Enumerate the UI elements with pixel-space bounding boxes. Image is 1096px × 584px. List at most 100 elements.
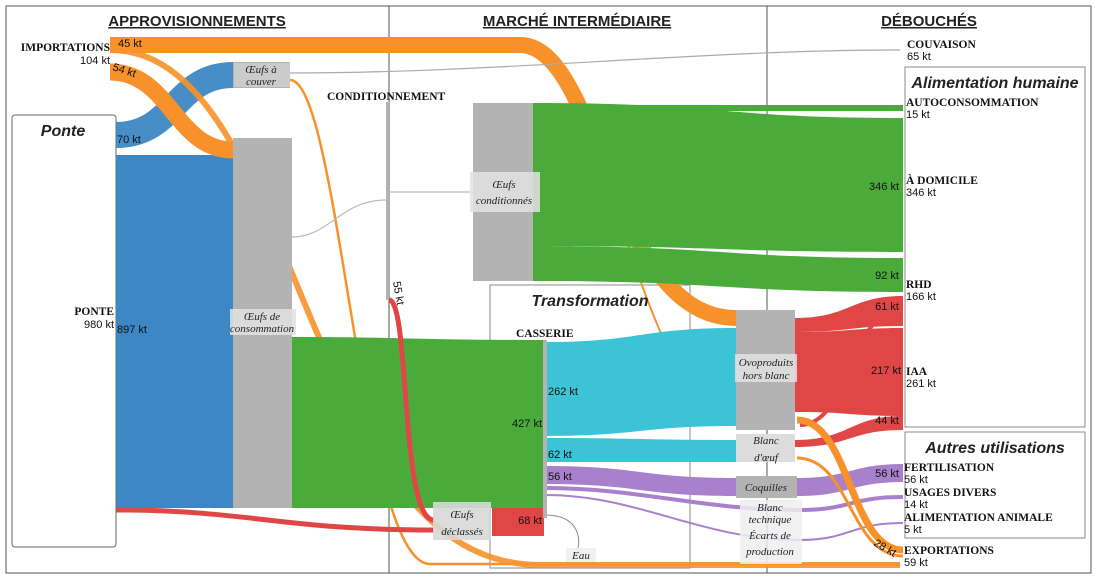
flow-breaking-to-shells: [545, 466, 736, 496]
packing-name: CONDITIONNEMENT: [327, 91, 446, 103]
flow-downgraded-eggs-to-breaking: [492, 508, 544, 536]
node-labels: IMPORTATIONS 104 kt PONTE 980 kt CONDITI…: [21, 39, 1053, 569]
rhd-name: RHD: [906, 279, 932, 291]
node-packing: [386, 102, 389, 300]
laying-value: 980 kt: [84, 319, 114, 331]
flow-egg-white-to-rhd: [799, 308, 901, 427]
node-egg-white: [736, 434, 795, 462]
header-supply: APPROVISIONNEMENTS: [108, 13, 286, 30]
downgraded-eggs-label-1: Œufs: [450, 509, 473, 521]
flow-packing-to-downgraded-eggs: [387, 297, 435, 523]
flow-packed-eggs-to-rhd: [533, 246, 903, 292]
shells-label: Coquilles: [745, 482, 787, 494]
flow-label-home-346: 346 kt: [869, 181, 899, 193]
flow-label-breaking-56: 56 kt: [548, 471, 572, 483]
misc-uses-name: USAGES DIVERS: [904, 487, 996, 499]
packed-eggs-label-2: conditionnés: [476, 195, 532, 207]
flow-label-iaa-217: 217 kt: [871, 365, 901, 377]
hatching-name: COUVAISON: [907, 39, 976, 51]
consumption-eggs-label-1: Œufs de: [244, 311, 280, 323]
egg-products-label-bg: [735, 354, 797, 382]
flow-label-breaking-62: 62 kt: [548, 449, 572, 461]
fertilization-value: 56 kt: [904, 474, 928, 486]
flow-label-fert-56: 56 kt: [875, 468, 899, 480]
technical-white-label-4: production: [745, 546, 794, 558]
node-breaking: [543, 340, 547, 518]
consumption-eggs-label-bg: [230, 309, 296, 335]
egg-white-label-1: Blanc: [753, 435, 779, 447]
laying-group-frame: [11, 114, 117, 548]
flow-label-imports-45: 45 kt: [118, 38, 142, 50]
hatching-eggs-label-2: couver: [246, 76, 277, 88]
flow-packed-eggs-to-home: [533, 103, 903, 252]
flow-laying-to-downgraded-eggs: [115, 507, 435, 533]
flow-label-iaa-44: 44 kt: [875, 415, 899, 427]
flow-imports-to-exports: [109, 47, 900, 568]
box-labels: Œufs à couver Œufs de consommation Œufs …: [230, 63, 802, 564]
hatching-eggs-label-bg: [234, 63, 290, 87]
technical-white-label-1: Blanc: [757, 502, 783, 514]
header-market: MARCHÉ INTERMÉDIAIRE: [483, 13, 671, 30]
flow-consumption-eggs-to-packing: [291, 199, 387, 238]
exports-value: 59 kt: [904, 557, 928, 569]
fertilization-name: FERTILISATION: [904, 462, 995, 474]
flow-label-breaking-427: 427 kt: [512, 418, 542, 430]
laying-name: PONTE: [74, 306, 114, 318]
group-title-other-uses: Autres utilisations: [924, 440, 1065, 457]
at-home-value: 346 kt: [906, 187, 936, 199]
water-label-bg: [566, 548, 596, 562]
food-group-frame: [904, 66, 1086, 428]
flow-label-rhd-61: 61 kt: [875, 301, 899, 313]
group-title-processing: Transformation: [531, 293, 648, 310]
flow-consumption-eggs-to-breaking: [292, 337, 545, 508]
flow-hatching-eggs-to-exports: [289, 78, 900, 566]
group-title-laying: Ponte: [41, 123, 86, 140]
iaa-name: IAA: [906, 366, 928, 378]
technical-white-label-bg: [740, 500, 802, 564]
flow-label-laying-897: 897 kt: [117, 324, 147, 336]
misc-uses-value: 14 kt: [904, 499, 928, 511]
flow-label-packing-55: 55 kt: [390, 280, 406, 306]
outlets-column-frame: [766, 5, 1092, 574]
column-headers: APPROVISIONNEMENTS MARCHÉ INTERMÉDIAIRE …: [108, 13, 977, 30]
other-uses-group-frame: [904, 431, 1086, 539]
flow-hatching-eggs-to-hatching: [289, 49, 901, 74]
node-shells: [736, 476, 797, 498]
breaking-name: CASSERIE: [516, 328, 574, 340]
hatching-value: 65 kt: [907, 51, 931, 63]
water-label: Eau: [571, 550, 590, 562]
flow-breaking-to-egg-white: [545, 438, 736, 462]
animal-feed-value: 5 kt: [904, 524, 922, 536]
flow-label-laying-70: 70 kt: [117, 134, 141, 146]
downgraded-eggs-label-2: déclassés: [441, 526, 483, 538]
egg-white-label-2: d'œuf: [754, 452, 780, 464]
animal-feed-name: ALIMENTATION ANIMALE: [904, 512, 1053, 524]
technical-white-label-2: technique: [749, 514, 792, 526]
flow-label-rhd-92: 92 kt: [875, 270, 899, 282]
egg-products-label-2: hors blanc: [743, 370, 790, 382]
flows: [109, 37, 904, 568]
imports-value: 104 kt: [80, 55, 110, 67]
packed-eggs-label-1: Œufs: [492, 179, 515, 191]
self-consumption-value: 15 kt: [906, 109, 930, 121]
flow-label-downgraded-68: 68 kt: [518, 515, 542, 527]
consumption-eggs-label-2: consommation: [230, 323, 295, 335]
flow-breaking-to-water: [544, 514, 580, 549]
downgraded-eggs-label-bg: [433, 502, 491, 540]
flow-egg-white-to-exports: [796, 456, 904, 558]
technical-white-label-3: Écarts de: [748, 530, 791, 542]
flow-breaking-to-egg-products: [545, 328, 736, 436]
group-title-food: Alimentation humaine: [910, 75, 1078, 92]
self-consumption-name: AUTOCONSOMMATION: [906, 97, 1039, 109]
header-outlets: DÉBOUCHÉS: [881, 13, 977, 30]
flow-egg-products-to-exports: [796, 416, 904, 554]
group-titles: Ponte Transformation Alimentation humain…: [41, 75, 1079, 457]
iaa-value: 261 kt: [906, 378, 936, 390]
egg-products-label-1: Ovoproduits: [739, 357, 794, 369]
rhd-value: 166 kt: [906, 291, 936, 303]
flow-imports-to-consumption-eggs: [109, 63, 234, 159]
packed-eggs-label-bg: [470, 172, 540, 212]
flow-laying-to-consumption-eggs: [116, 155, 233, 508]
